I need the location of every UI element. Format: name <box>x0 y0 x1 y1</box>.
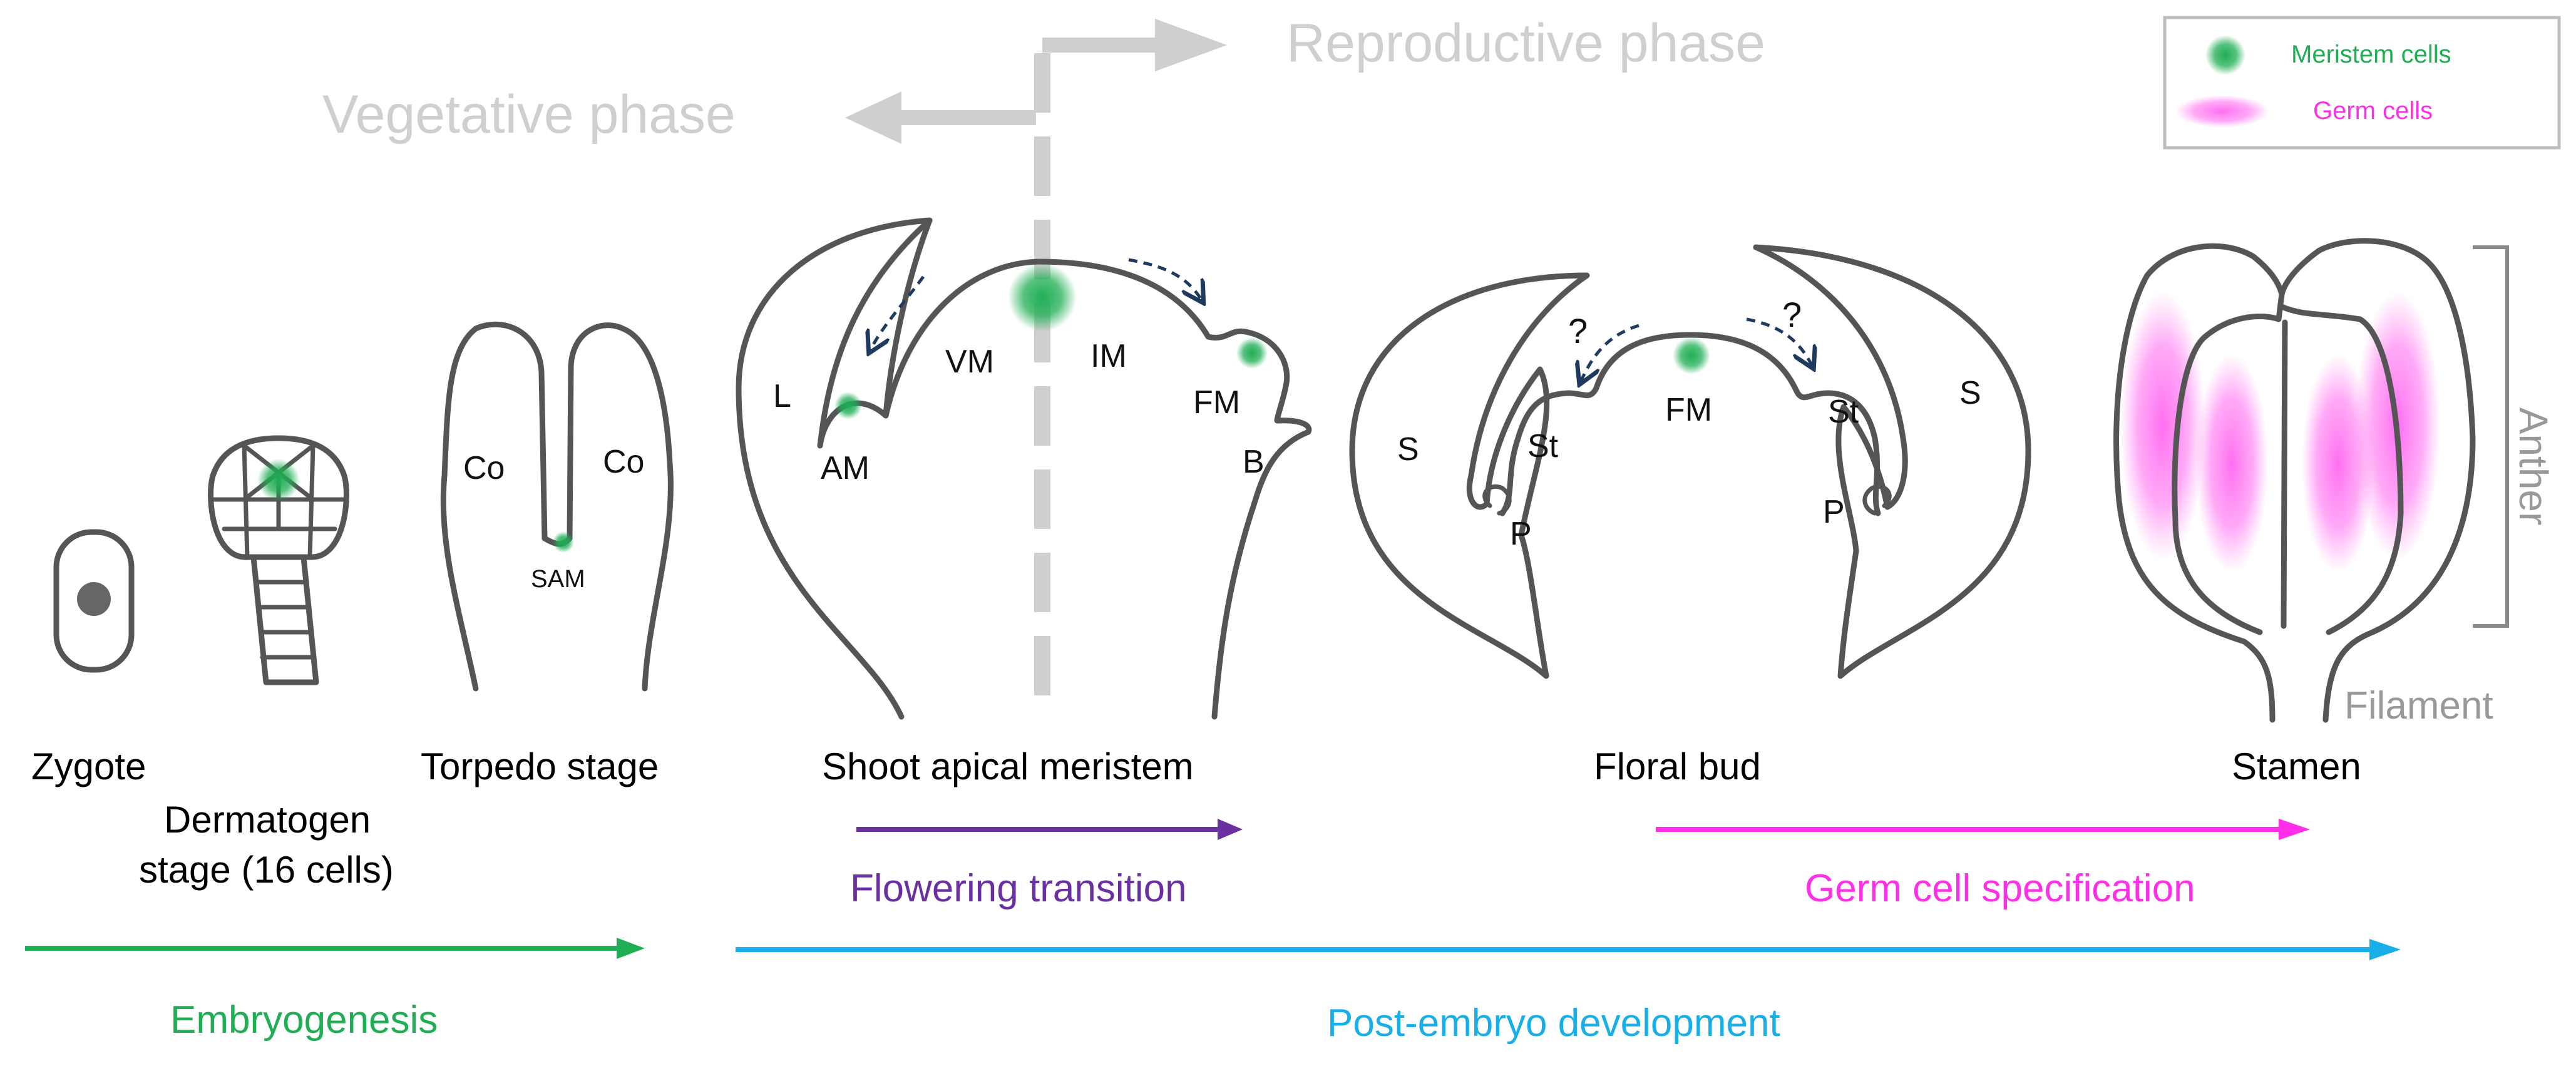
dermatogen-embryo-proper <box>208 435 349 560</box>
anther-label: Anther <box>2511 407 2556 526</box>
dermatogen-label-line2: stage (16 cells) <box>139 849 394 891</box>
post-embryo-development-arrow <box>736 939 2401 960</box>
sam-meristem <box>553 531 574 553</box>
flowering-transition-arrow <box>856 819 1243 840</box>
torpedo-cotyledon-left-label: Co <box>463 450 505 486</box>
petal-right-label: P <box>1823 494 1845 530</box>
am-meristem <box>834 392 862 419</box>
embryogenesis-arrow <box>25 938 645 959</box>
bract-label: B <box>1243 444 1265 480</box>
sam-label: SAM <box>531 565 585 593</box>
stamen-septum <box>2281 319 2288 629</box>
legend-meristem-label: Meristem cells <box>2291 41 2451 68</box>
post-embryo-development-label: Post-embryo development <box>1327 1002 1780 1045</box>
shoot-apical-meristem-label: Shoot apical meristem <box>822 746 1194 787</box>
vm-label: VM <box>945 344 994 380</box>
vegetative-arrow-head <box>845 91 901 144</box>
floral-bud-left-sepal <box>1349 272 1590 679</box>
germ-cell-specification-label: Germ cell specification <box>1805 867 2195 910</box>
germ-cell-specification-arrow <box>1656 819 2310 840</box>
torpedo-drawing <box>440 321 674 692</box>
filament-label: Filament <box>2344 684 2493 727</box>
legend-germ-label: Germ cells <box>2313 97 2433 125</box>
legend: Meristem cells Germ cells <box>2163 16 2561 150</box>
floral-bud-right-petal <box>1862 484 1892 516</box>
legend-germ-swatch <box>2175 95 2269 128</box>
stamen-primordium-left-label: St <box>1527 428 1559 464</box>
legend-meristem-swatch <box>2205 35 2245 75</box>
floral-bud-drawing <box>1349 244 2031 679</box>
stamen-label: Stamen <box>2232 746 2361 787</box>
reproductive-phase-label: Reproductive phase <box>1286 13 1765 73</box>
im-label: IM <box>1090 338 1127 374</box>
floral-bud-left-petal <box>1482 484 1512 516</box>
floral-bud-center <box>1499 332 1881 516</box>
germ-cells-2 <box>2195 354 2268 573</box>
sam-am-dashed-arrow <box>870 275 925 351</box>
torpedo-cotyledon-right-label: Co <box>603 444 644 480</box>
shoot-apical-meristem-drawing <box>736 217 1312 720</box>
floral-fm-label: FM <box>1665 392 1712 428</box>
floral-bud-left-dashed-arrow <box>1581 324 1640 382</box>
am-label: AM <box>821 450 870 486</box>
sepal-left-label: S <box>1397 431 1419 468</box>
zygote-label: Zygote <box>31 746 146 787</box>
floral-bud-right-sepal <box>1753 244 2031 679</box>
torpedo-embryo-outline <box>440 321 674 692</box>
phase-divider <box>845 19 1227 710</box>
sam-dome-outline <box>883 259 1312 720</box>
floral-question-right: ? <box>1782 295 1802 334</box>
germ-cells-1 <box>2120 291 2205 560</box>
sam-fm-dashed-arrow <box>1128 258 1202 300</box>
fm-meristem <box>1236 337 1268 369</box>
sam-leaf-outline <box>817 217 933 449</box>
dermatogen-meristem <box>257 459 300 501</box>
sam-left-outline <box>736 217 933 720</box>
sepal-right-label: S <box>1959 375 1981 411</box>
floral-bud-label: Floral bud <box>1594 746 1761 787</box>
leaf-label: L <box>773 378 791 414</box>
reproductive-arrow-head <box>1155 19 1227 71</box>
dermatogen-suspensor <box>250 554 319 685</box>
floral-bud-right-dashed-arrow <box>1746 317 1812 366</box>
dermatogen-label-line1: Dermatogen <box>164 799 371 841</box>
anther-bracket <box>2473 245 2509 628</box>
stamen-drawing <box>2113 238 2509 723</box>
floral-bud-fm-meristem <box>1673 337 1710 374</box>
vegetative-phase-label: Vegetative phase <box>322 85 736 145</box>
floral-question-left: ? <box>1568 311 1588 351</box>
embryogenesis-label: Embryogenesis <box>170 998 438 1042</box>
stamen-inner-thecae <box>2172 291 2404 635</box>
stamen-primordium-right-label: St <box>1828 394 1859 430</box>
vm-meristem <box>1008 263 1077 332</box>
dermatogen-suspensor-cells <box>254 580 314 660</box>
flowering-transition-label: Flowering transition <box>850 867 1187 910</box>
torpedo-label: Torpedo stage <box>421 746 659 787</box>
dermatogen-drawing <box>208 435 349 685</box>
zygote-drawing <box>53 529 135 673</box>
petal-left-label: P <box>1510 516 1532 552</box>
zygote-nucleus <box>77 582 111 616</box>
zygote-cell <box>53 529 135 673</box>
fm-label-sam: FM <box>1193 384 1240 421</box>
